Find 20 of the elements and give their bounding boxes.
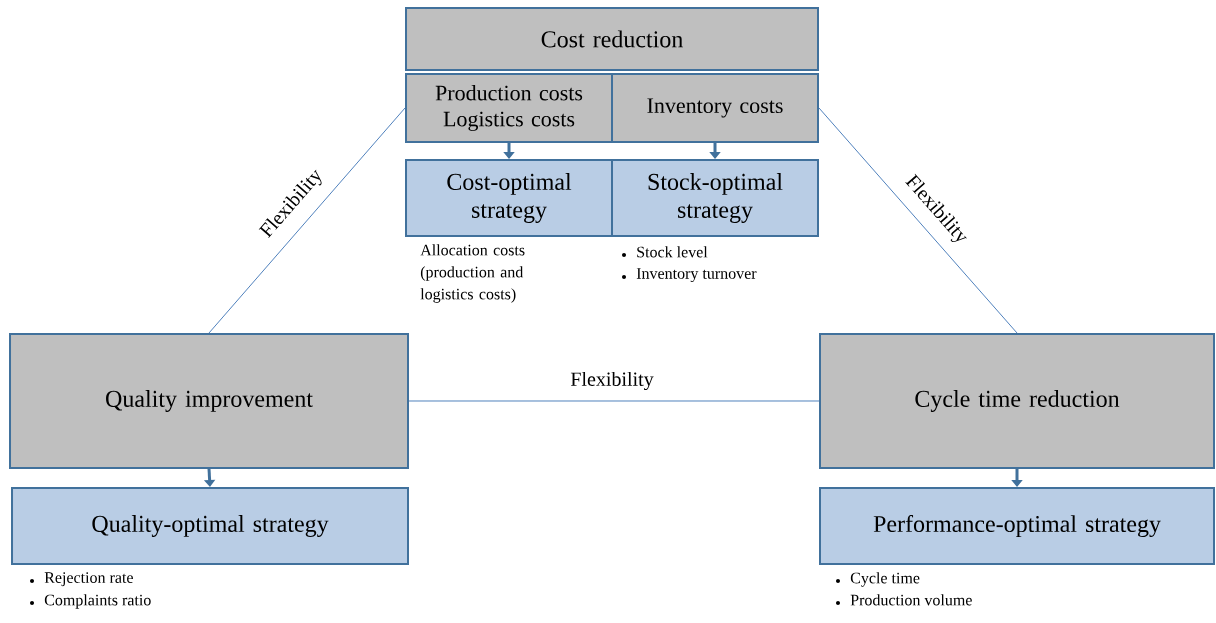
- goal-box: Cost reduction: [405, 7, 819, 71]
- bullet-item: Rejection rate: [44, 572, 133, 587]
- connector-line: [208, 107, 406, 334]
- bullet-item: Production volume: [850, 594, 972, 606]
- bullet-item: Inventory turnover: [636, 268, 757, 283]
- strategy-box: Stock-optimal strategy: [611, 159, 819, 237]
- strategy-box: Performance-optimal strategy: [819, 487, 1215, 565]
- bullet-item: Cycle time: [850, 572, 920, 587]
- connector-line: [818, 107, 1018, 334]
- edge-label: Flexibility: [568, 369, 656, 393]
- bullet-item: Complaints ratio: [44, 594, 151, 609]
- goal-box: Inventory costs: [611, 73, 819, 143]
- bullet-item: Stock level: [637, 246, 708, 258]
- strategy-box: Cost-optimal strategy: [405, 159, 613, 237]
- strategy-box: Quality-optimal strategy: [11, 487, 409, 565]
- cost-box: Production costs Logistics costs: [405, 73, 613, 143]
- connector-line: [408, 400, 820, 402]
- goal-box: Quality improvement: [9, 333, 409, 469]
- goal-box: Cycle time reduction: [819, 333, 1215, 469]
- note-text: Allocation costs (production and logistics costs): [420, 244, 525, 303]
